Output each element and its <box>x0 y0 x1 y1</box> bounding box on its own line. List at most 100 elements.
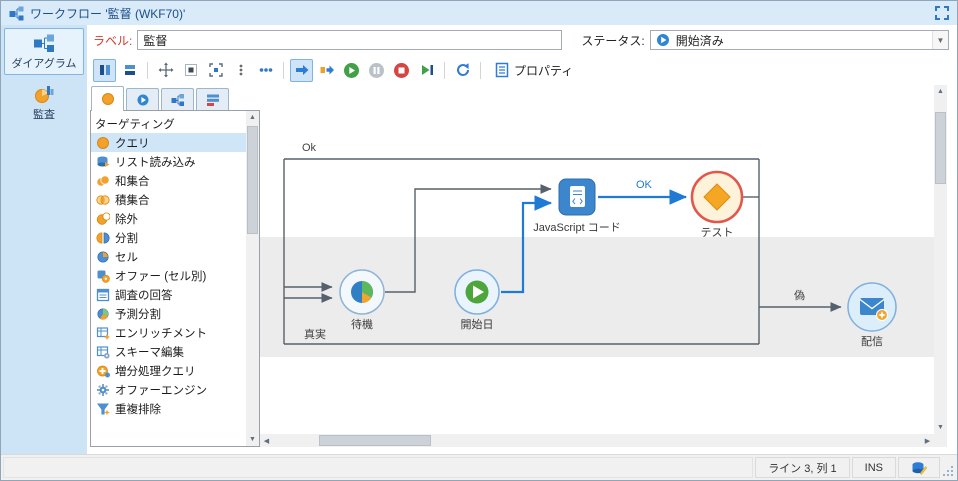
view-diagram-button[interactable] <box>93 58 116 82</box>
status-value: 開始済み <box>675 33 724 48</box>
exclusion-icon <box>96 212 110 226</box>
fullscreen-icon[interactable] <box>935 6 949 20</box>
tab-flow-control[interactable] <box>126 88 159 110</box>
scroll-down-icon[interactable]: ▼ <box>934 421 947 434</box>
palette-item-deduplication[interactable]: 重複排除 <box>91 399 259 418</box>
palette-scrollbar[interactable]: ▲ ▼ <box>246 111 259 446</box>
palette-item-enrichment[interactable]: エンリッチメント <box>91 323 259 342</box>
scrollbar-thumb[interactable] <box>319 435 431 446</box>
toolbar-separator <box>283 61 284 79</box>
palette-item-label: 重複排除 <box>115 403 161 416</box>
scroll-right-icon[interactable]: ▶ <box>921 434 934 447</box>
scroll-up-icon[interactable]: ▲ <box>934 85 947 98</box>
cell-icon <box>96 250 110 264</box>
palette-item-label: オファー (セル別) <box>115 270 207 283</box>
node-test[interactable]: テスト <box>690 170 744 239</box>
tab-formatting[interactable] <box>196 88 229 110</box>
toolbar-separator <box>147 61 148 79</box>
sidebar-item-diagram[interactable]: ダイアグラム <box>4 28 84 75</box>
palette-item-union[interactable]: 和集合 <box>91 171 259 190</box>
workflow-canvas[interactable]: Ok OK 真実 偽 <box>260 85 947 447</box>
palette-item-offer-by-cell[interactable]: オファー (セル別) <box>91 266 259 285</box>
pause-button[interactable] <box>365 59 388 82</box>
sidebar-item-label: 監査 <box>33 109 55 121</box>
test-diamond-icon <box>703 183 731 211</box>
palette-item-incremental-query[interactable]: 増分処理クエリ <box>91 361 259 380</box>
node-start-date[interactable]: 開始日 <box>454 269 500 331</box>
header-form-row: ラベル: ステータス: 開始済み ▼ <box>87 25 957 55</box>
code-brackets <box>572 198 583 205</box>
edge-wait-to-js <box>385 184 552 293</box>
zoom-fit-button[interactable] <box>154 59 177 82</box>
palette-item-survey-answers[interactable]: 調査の回答 <box>91 285 259 304</box>
delivery-icon <box>859 298 888 321</box>
node-javascript-code[interactable]: JavaScript コード <box>533 178 621 234</box>
diagram-icon <box>33 33 55 53</box>
scroll-left-icon[interactable]: ◀ <box>260 434 273 447</box>
start-button[interactable] <box>340 59 363 82</box>
more-horizontal-button[interactable] <box>254 59 277 82</box>
scroll-down-icon[interactable]: ▼ <box>246 433 259 446</box>
sidebar-item-audit[interactable]: 監査 <box>4 79 84 126</box>
palette-item-split[interactable]: 分割 <box>91 228 259 247</box>
query-icon <box>96 136 110 150</box>
palette-group-header: ターゲティング <box>91 114 259 133</box>
edge-label-ok: Ok <box>302 142 317 154</box>
scroll-up-icon[interactable]: ▲ <box>246 111 259 124</box>
workflow-diagram: Ok OK 真実 偽 <box>260 142 937 357</box>
palette-item-label: クエリ <box>115 137 150 150</box>
zoom-actual-size-button[interactable] <box>179 59 202 82</box>
dropdown-arrow-icon[interactable]: ▼ <box>932 31 948 49</box>
deduplication-icon <box>96 402 110 416</box>
node-label: 開始日 <box>461 317 494 331</box>
palette-item-intersection[interactable]: 積集合 <box>91 190 259 209</box>
palette-item-cell[interactable]: セル <box>91 247 259 266</box>
palette-item-list-load[interactable]: リスト読み込み <box>91 152 259 171</box>
node-wait[interactable]: 待機 <box>339 269 385 331</box>
refresh-button[interactable] <box>451 59 474 82</box>
restart-button[interactable] <box>415 59 438 82</box>
tab-targeting[interactable] <box>91 86 124 111</box>
palette-item-label: 調査の回答 <box>115 289 173 302</box>
edge-startdate-to-js <box>501 195 553 294</box>
palette-item-label: 予測分割 <box>115 308 161 321</box>
toolbar-separator <box>480 61 481 79</box>
zoom-selection-button[interactable] <box>204 59 227 82</box>
label-input[interactable] <box>137 30 563 50</box>
palette-item-query[interactable]: クエリ <box>91 133 259 152</box>
palette-item-exclusion[interactable]: 除外 <box>91 209 259 228</box>
scrollbar-thumb[interactable] <box>247 126 258 234</box>
canvas-vertical-scrollbar[interactable]: ▲ ▼ <box>934 85 947 434</box>
show-progress-button[interactable] <box>290 58 313 82</box>
union-icon <box>96 174 110 188</box>
edit-schema-icon <box>96 345 110 359</box>
offer-engine-icon <box>96 383 110 397</box>
palette-item-offer-engine[interactable]: オファーエンジン <box>91 380 259 399</box>
sidebar-item-label: ダイアグラム <box>11 58 77 70</box>
script-edit-cell[interactable] <box>898 457 940 478</box>
palette-list: ターゲティング クエリ リスト読み込み 和集合 積集合 除外 分割 セル オファ… <box>90 110 260 447</box>
status-dropdown[interactable]: 開始済み ▼ <box>649 30 949 50</box>
status-caption: ステータス: <box>581 33 645 48</box>
simulate-button[interactable] <box>315 59 338 82</box>
palette-item-label: エンリッチメント <box>115 327 207 340</box>
script-edit-icon <box>911 461 927 475</box>
properties-button[interactable]: プロパティ <box>487 59 581 82</box>
view-overview-button[interactable] <box>118 59 141 82</box>
resize-grip[interactable] <box>942 457 955 478</box>
tab-data-management[interactable] <box>161 88 194 110</box>
scrollbar-track <box>273 434 921 447</box>
palette-item-edit-schema[interactable]: スキーマ編集 <box>91 342 259 361</box>
more-vertical-button[interactable] <box>229 59 252 82</box>
node-delivery[interactable]: 配信 <box>847 282 897 348</box>
status-bar: ライン 3, 列 1 INS <box>1 454 957 480</box>
window-title: ワークフロー '監督 (WKF70)' <box>30 6 186 21</box>
stop-button[interactable] <box>390 59 413 82</box>
palette-item-predictive-split[interactable]: 予測分割 <box>91 304 259 323</box>
canvas-horizontal-scrollbar[interactable]: ◀ ▶ <box>260 434 934 447</box>
insert-mode: INS <box>864 461 883 474</box>
script-page-icon <box>570 186 585 207</box>
scrollbar-thumb[interactable] <box>935 112 946 184</box>
main-panel: ラベル: ステータス: 開始済み ▼ <box>87 25 957 454</box>
